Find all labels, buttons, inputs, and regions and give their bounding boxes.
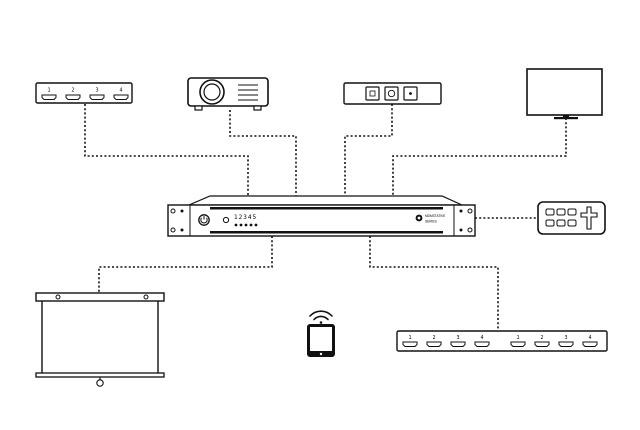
port-label: 3	[95, 88, 98, 94]
port-label: 4	[588, 335, 591, 341]
port-label: 2	[540, 335, 543, 341]
port-label: 1	[47, 88, 50, 94]
rack-screw-icon	[170, 227, 176, 233]
connection-processor-to-switcher8	[369, 236, 499, 330]
keypad-remote-icon	[537, 201, 606, 235]
channel-numbers: 12345	[234, 214, 257, 221]
brand-text: MDMSTATIVE	[425, 214, 445, 218]
hdmi-port-icon	[474, 341, 490, 347]
hdmi-switcher-4-port: 1 2 3 4	[35, 82, 133, 104]
hdmi-port-icon	[113, 94, 129, 100]
power-button-icon	[198, 214, 210, 226]
connection-mediaplayer-to-processor	[344, 104, 393, 197]
port-label: 2	[432, 335, 435, 341]
port-label: 3	[564, 335, 567, 341]
port-label: 4	[480, 335, 483, 341]
connection-processor-to-screen	[98, 236, 273, 292]
projection-screen-icon	[35, 292, 165, 387]
connection-projector-to-processor	[229, 110, 297, 197]
hdmi-port-icon	[450, 341, 466, 347]
connection-display-to-processor	[392, 118, 567, 197]
hdmi-port-icon	[65, 94, 81, 100]
port-label: 3	[456, 335, 459, 341]
rack-screw-icon	[459, 209, 463, 213]
control-processor: 12345 MDMSTATIVE SERIES	[167, 195, 476, 237]
hdmi-port-icon	[582, 341, 598, 347]
rack-screw-icon	[467, 227, 473, 233]
connection-switcher4-to-processor	[84, 104, 249, 197]
port-label: 4	[119, 88, 122, 94]
rack-screw-icon	[170, 208, 176, 214]
rack-screw-icon	[180, 209, 184, 213]
ir-sensor-icon	[222, 216, 230, 224]
brand-logo-icon	[415, 214, 423, 222]
tablet-wifi-icon	[307, 310, 335, 357]
hdmi-switcher-8-port: 1 2 3 4 1 2 3 4	[396, 330, 608, 352]
port-label: 1	[408, 335, 411, 341]
hdmi-port-icon	[41, 94, 57, 100]
rack-screw-icon	[180, 228, 184, 232]
projector-icon	[187, 77, 269, 111]
rack-screw-icon	[467, 208, 473, 214]
hdmi-port-icon	[558, 341, 574, 347]
hdmi-port-icon	[402, 341, 418, 347]
hdmi-port-icon	[89, 94, 105, 100]
hdmi-port-icon	[534, 341, 550, 347]
connections	[84, 104, 567, 330]
rack-screw-icon	[459, 228, 463, 232]
port-label: 1	[516, 335, 519, 341]
hdmi-port-icon	[426, 341, 442, 347]
hdmi-port-icon	[510, 341, 526, 347]
media-player-icon	[343, 82, 442, 105]
model-text: SERIES	[425, 220, 437, 224]
tv-display-icon	[526, 68, 603, 120]
port-label: 2	[71, 88, 74, 94]
channel-leds	[234, 223, 258, 227]
wifi-icon	[309, 310, 333, 324]
